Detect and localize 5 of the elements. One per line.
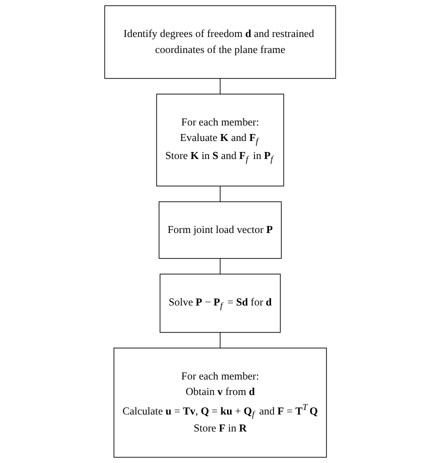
node-box: Form joint load vector P [158,201,282,259]
node-box: For each member: Evaluate K and F$_{f}$ Store K in S and F$_{f}$ in P$_{f}$ [156,94,284,186]
node-box: For each member: Obtain v from d Calculate u = Tv, Q = ku + Q$_{f}$ and F = T$^{T}$Q Store F in R [113,348,327,458]
node-box: Solve P − P$_{f}$ = Sd for d [160,274,280,333]
node-box: Identify degrees of freedom d and restrained coordinates of the plane frame [104,5,336,79]
